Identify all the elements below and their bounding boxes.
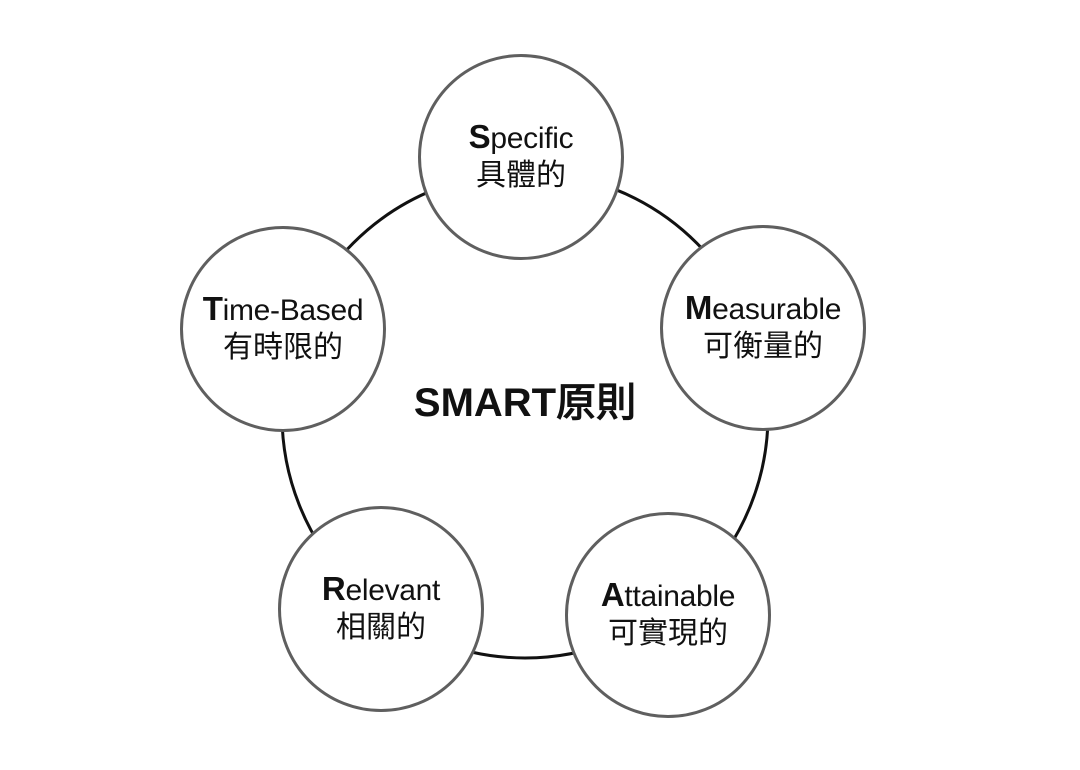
node-specific: Specific 具體的 (418, 54, 624, 260)
node-relevant: Relevant 相關的 (278, 506, 484, 712)
node-timebased-zh: 有時限的 (223, 330, 343, 365)
node-attainable-zh: 可實現的 (608, 616, 728, 651)
node-timebased-label: Time-Based (202, 290, 364, 328)
node-attainable-label: Attainable (600, 576, 736, 614)
node-measurable: Measurable 可衡量的 (660, 225, 866, 431)
node-relevant-zh: 相關的 (336, 610, 426, 645)
node-timebased: Time-Based 有時限的 (180, 226, 386, 432)
node-measurable-label: Measurable (684, 289, 842, 327)
node-attainable: Attainable 可實現的 (565, 512, 771, 718)
center-title: SMART原則 (413, 381, 637, 425)
node-specific-zh: 具體的 (476, 158, 566, 193)
node-specific-label: Specific (468, 118, 574, 156)
node-measurable-zh: 可衡量的 (703, 329, 823, 364)
node-relevant-label: Relevant (321, 570, 441, 608)
